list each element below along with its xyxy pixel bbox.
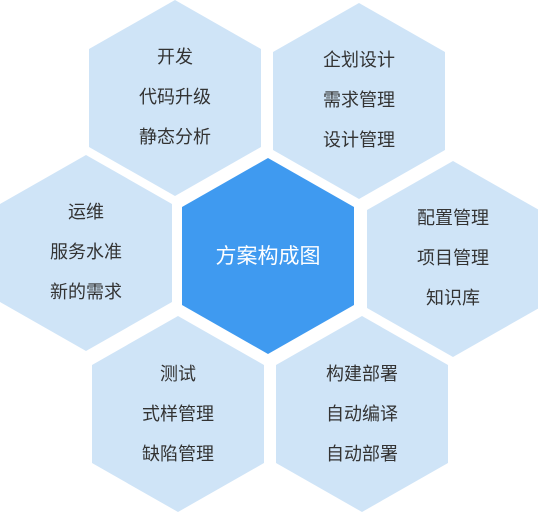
cell-ops-line-3: 新的需求 [50,281,122,303]
cell-plan-line-3: 设计管理 [323,129,395,151]
cell-ops-line-1: 运维 [68,201,104,223]
cell-config-line-1: 配置管理 [417,207,489,229]
cell-dev-line-2: 代码升级 [139,86,211,108]
cell-dev-line-1: 开发 [157,46,193,68]
cell-ops: 运维 服务水准 新的需求 [6,190,166,315]
cell-plan: 企划设计 需求管理 设计管理 [279,38,439,163]
cell-ops-line-2: 服务水准 [50,241,122,263]
cell-deploy-line-1: 构建部署 [326,363,398,385]
cell-plan-line-2: 需求管理 [323,89,395,111]
hex-deploy [276,316,448,512]
hex-plan [273,3,445,199]
hex-ops [0,155,172,351]
hex-dev [89,0,261,196]
cell-config-line-3: 知识库 [426,287,480,309]
cell-plan-line-1: 企划设计 [323,49,395,71]
cell-dev-line-3: 静态分析 [139,126,211,148]
hex-test [92,316,264,512]
cell-test-line-1: 测试 [160,363,196,385]
cell-config: 配置管理 项目管理 知识库 [373,196,533,321]
cell-config-line-2: 项目管理 [417,247,489,269]
cell-deploy-line-3: 自动部署 [326,443,398,465]
cell-test-line-2: 式样管理 [142,403,214,425]
center-title: 方案构成图 [215,244,321,268]
cell-test-line-3: 缺陷管理 [142,443,214,465]
hex-config [367,161,538,357]
hex-center [182,158,354,354]
cell-deploy-line-2: 自动编译 [326,403,398,425]
cell-test: 测试 式样管理 缺陷管理 [98,352,258,477]
cell-deploy: 构建部署 自动编译 自动部署 [282,352,442,477]
cell-dev: 开发 代码升级 静态分析 [95,35,255,160]
